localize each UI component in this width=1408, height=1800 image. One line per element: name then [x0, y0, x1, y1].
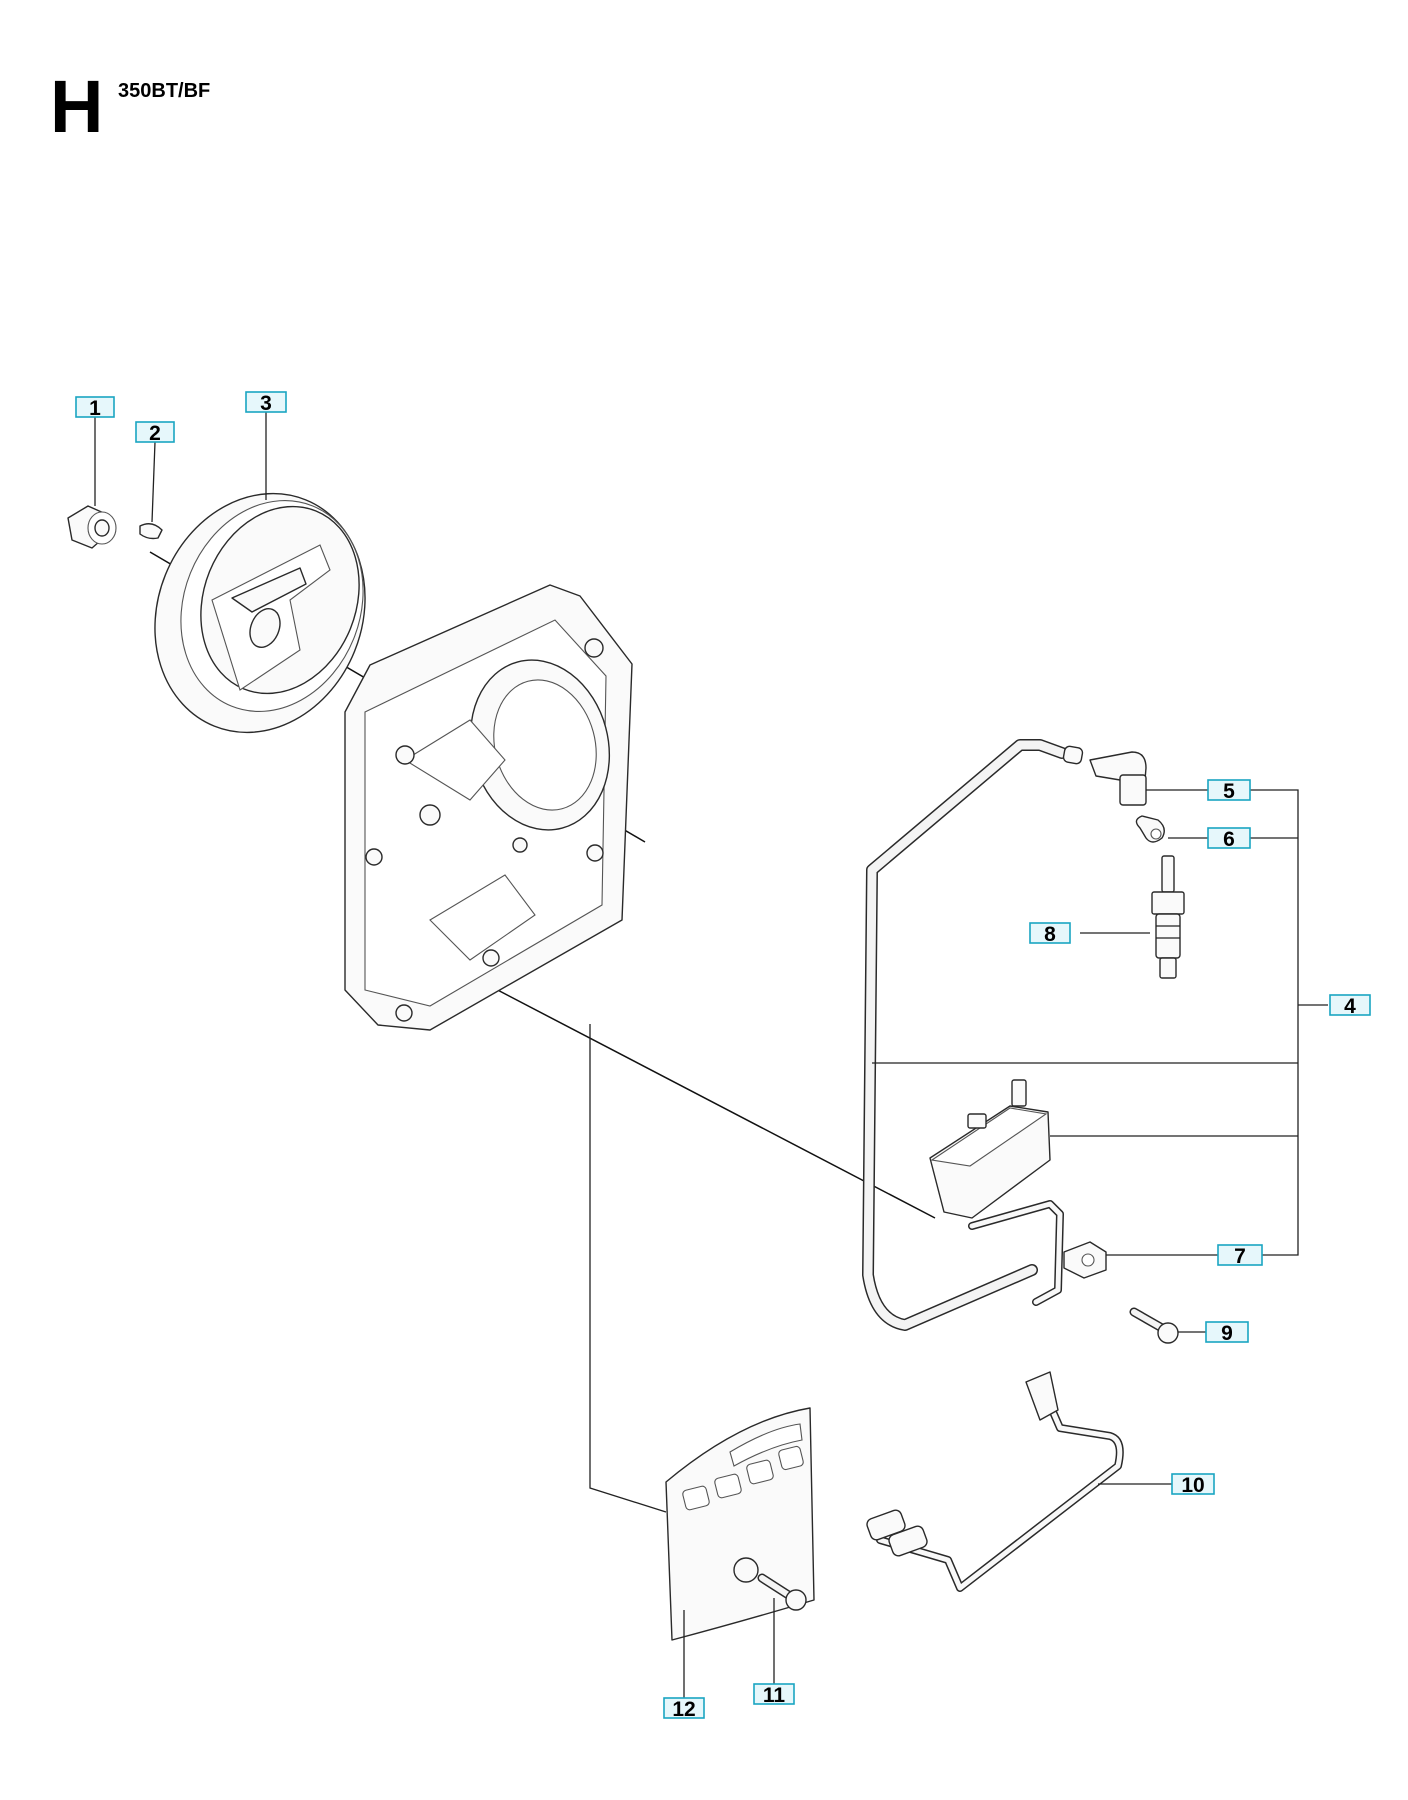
- spark-plug-spring-part[interactable]: [1135, 815, 1165, 843]
- callout-7: 7: [1217, 1244, 1263, 1268]
- callout-6: 6: [1207, 827, 1251, 851]
- model-label: 350BT/BF: [118, 80, 211, 102]
- flywheel-part[interactable]: [120, 462, 401, 765]
- callout-11: 11: [753, 1683, 795, 1707]
- spark-plug-part[interactable]: [1151, 855, 1185, 979]
- callout-12: 12: [663, 1697, 705, 1721]
- callout-9: 9: [1205, 1321, 1249, 1345]
- coil-screw-part[interactable]: [1129, 1307, 1179, 1344]
- callout-4: 4: [1329, 994, 1371, 1018]
- callout-label: 4: [1344, 995, 1356, 1018]
- spark-plug-cap-part[interactable]: [1089, 751, 1147, 806]
- callout-10: 10: [1171, 1473, 1215, 1497]
- crankcase-housing: [344, 584, 633, 1031]
- coil-clip-part[interactable]: [1063, 1241, 1107, 1279]
- ignition-module: [929, 1079, 1064, 1306]
- cover-screw-part[interactable]: [757, 1573, 807, 1611]
- flange-nut-part[interactable]: [67, 505, 117, 549]
- ignition-ht-lead: [862, 739, 1084, 1331]
- cover-plate-part[interactable]: [665, 1407, 815, 1641]
- callout-label: 7: [1234, 1245, 1246, 1268]
- callout-1: 1: [75, 396, 115, 420]
- callout-8: 8: [1029, 922, 1071, 946]
- callout-label: 5: [1223, 780, 1235, 803]
- callout-label: 2: [149, 422, 161, 445]
- callout-label: 3: [260, 392, 272, 415]
- woodruff-key-part[interactable]: [139, 523, 163, 540]
- callout-label: 11: [763, 1684, 786, 1707]
- callout-label: 10: [1181, 1474, 1204, 1497]
- callout-label: 9: [1221, 1322, 1233, 1345]
- callout-5: 5: [1207, 779, 1251, 803]
- leader-lines: [94, 412, 1328, 1698]
- short-circuit-cable-part[interactable]: [865, 1371, 1124, 1592]
- section-letter: H: [50, 65, 104, 148]
- callout-label: 6: [1223, 828, 1235, 851]
- callout-3: 3: [245, 391, 287, 415]
- callout-label: 8: [1044, 923, 1056, 946]
- callout-label: 1: [89, 397, 101, 420]
- callout-2: 2: [135, 421, 175, 445]
- callout-label: 12: [672, 1698, 695, 1721]
